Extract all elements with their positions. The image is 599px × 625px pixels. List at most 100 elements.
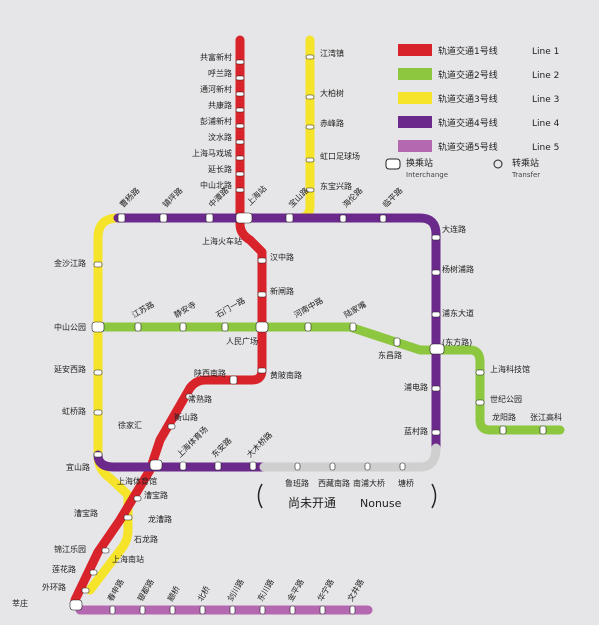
station-marker[interactable] bbox=[229, 375, 238, 385]
station-label[interactable]: 人民广场 bbox=[226, 336, 258, 346]
station-marker[interactable] bbox=[257, 367, 267, 374]
station-marker[interactable] bbox=[93, 451, 103, 458]
interchange-marker[interactable] bbox=[159, 213, 168, 223]
station-label[interactable]: 锦江乐园 bbox=[54, 544, 86, 554]
line1-route[interactable] bbox=[70, 35, 267, 605]
station-marker[interactable] bbox=[249, 461, 257, 471]
station-marker[interactable] bbox=[134, 322, 142, 332]
station-label[interactable]: 共康路 bbox=[208, 100, 232, 110]
interchange-marker[interactable] bbox=[255, 321, 269, 333]
station-label[interactable]: 漕宝路 bbox=[144, 490, 168, 500]
station-marker[interactable] bbox=[179, 322, 187, 332]
station-label[interactable]: 彭浦新村 bbox=[200, 116, 232, 126]
station-marker[interactable] bbox=[199, 605, 206, 615]
interchange-marker[interactable] bbox=[205, 213, 214, 223]
station-marker[interactable] bbox=[235, 139, 245, 145]
station-label[interactable]: 杨树浦路 bbox=[442, 264, 474, 274]
station-marker[interactable] bbox=[349, 322, 357, 332]
station-label[interactable]: 共富新村 bbox=[200, 52, 232, 62]
station-label[interactable]: 徐家汇 bbox=[118, 420, 142, 430]
station-marker[interactable] bbox=[339, 214, 347, 223]
station-marker[interactable] bbox=[235, 75, 245, 81]
station-label[interactable]: 赤峰路 bbox=[320, 118, 344, 128]
station-label[interactable]: 常熟路 bbox=[188, 394, 212, 404]
station-label[interactable]: 上海体育馆 bbox=[117, 476, 157, 486]
station-label[interactable]: 延长路 bbox=[208, 164, 232, 174]
station-marker[interactable] bbox=[431, 429, 441, 436]
station-label[interactable]: 东宝兴路 bbox=[320, 181, 352, 191]
station-label[interactable]: 江湾镇 bbox=[320, 48, 344, 58]
station-label[interactable]: 浦电路 bbox=[404, 382, 428, 392]
station-label[interactable]: 陕西南路 bbox=[194, 368, 226, 378]
station-label[interactable]: 上海科技馆 bbox=[490, 364, 530, 374]
station-marker[interactable] bbox=[305, 124, 315, 130]
station-marker[interactable] bbox=[133, 495, 142, 502]
station-marker[interactable] bbox=[364, 462, 371, 471]
station-label[interactable]: 通河新村 bbox=[200, 84, 232, 94]
station-label[interactable]: 张江高科 bbox=[530, 412, 562, 422]
station-label[interactable]: 虹桥路 bbox=[62, 406, 86, 416]
station-marker[interactable] bbox=[257, 257, 267, 264]
line4-route[interactable] bbox=[113, 213, 441, 453]
station-label[interactable]: 蓝村路 bbox=[404, 426, 428, 436]
station-label[interactable]: (东方路) bbox=[442, 337, 472, 347]
station-marker[interactable] bbox=[399, 462, 406, 471]
station-marker[interactable] bbox=[379, 214, 387, 223]
station-marker[interactable] bbox=[257, 291, 267, 298]
station-marker[interactable] bbox=[305, 157, 315, 163]
station-marker[interactable] bbox=[475, 369, 485, 376]
station-marker[interactable] bbox=[123, 514, 133, 521]
station-marker[interactable] bbox=[235, 91, 245, 97]
station-marker[interactable] bbox=[319, 605, 326, 615]
line2-route[interactable] bbox=[93, 322, 565, 435]
station-marker[interactable] bbox=[305, 187, 315, 193]
station-marker[interactable] bbox=[305, 94, 315, 100]
station-label[interactable]: 衡山路 bbox=[174, 412, 198, 422]
station-marker[interactable] bbox=[109, 605, 116, 615]
interchange-marker[interactable] bbox=[91, 321, 105, 333]
station-marker[interactable] bbox=[235, 123, 245, 129]
station-marker[interactable] bbox=[139, 605, 146, 615]
station-label[interactable]: 浦东大道 bbox=[442, 308, 474, 318]
station-label[interactable]: 莘庄 bbox=[12, 598, 28, 608]
station-label[interactable]: 鲁班路 bbox=[285, 478, 309, 488]
station-marker[interactable] bbox=[289, 605, 296, 615]
station-marker[interactable] bbox=[81, 587, 90, 594]
station-marker[interactable] bbox=[93, 409, 103, 416]
station-marker[interactable] bbox=[235, 155, 245, 161]
station-label[interactable]: 金沙江路 bbox=[54, 258, 86, 268]
station-label[interactable]: 延安西路 bbox=[54, 364, 86, 374]
station-label[interactable]: 上海马戏城 bbox=[192, 148, 232, 158]
station-label[interactable]: 西藏南路 bbox=[318, 478, 350, 488]
station-marker[interactable] bbox=[93, 369, 103, 376]
station-marker[interactable] bbox=[214, 461, 222, 471]
station-marker[interactable] bbox=[185, 393, 194, 400]
line4-route-south[interactable] bbox=[93, 450, 269, 472]
station-label[interactable]: 漕宝路 bbox=[74, 508, 98, 518]
station-label[interactable]: 东昌路 bbox=[378, 350, 402, 360]
station-marker[interactable] bbox=[431, 311, 441, 318]
station-label[interactable]: 大柏树 bbox=[320, 88, 344, 98]
station-marker[interactable] bbox=[179, 461, 187, 471]
station-marker[interactable] bbox=[235, 187, 245, 193]
station-marker[interactable] bbox=[393, 337, 401, 347]
interchange-marker[interactable] bbox=[285, 213, 294, 223]
station-label[interactable]: 宜山路 bbox=[66, 462, 90, 472]
station-label[interactable]: 世纪公园 bbox=[490, 394, 522, 404]
station-marker[interactable] bbox=[93, 261, 103, 268]
station-marker[interactable] bbox=[539, 425, 547, 435]
station-label[interactable]: 南浦大桥 bbox=[353, 478, 385, 488]
station-label[interactable]: 汉中路 bbox=[270, 252, 294, 262]
station-label[interactable]: 外环路 bbox=[42, 582, 66, 592]
station-label[interactable]: 莲花路 bbox=[52, 564, 76, 574]
station-marker[interactable] bbox=[169, 605, 176, 615]
station-label[interactable]: 中山北路 bbox=[200, 180, 232, 190]
station-marker[interactable] bbox=[329, 462, 336, 471]
station-label[interactable]: 石龙路 bbox=[134, 534, 158, 544]
station-marker[interactable] bbox=[101, 547, 110, 554]
station-marker[interactable] bbox=[294, 462, 301, 471]
station-label[interactable]: 塘桥 bbox=[398, 478, 414, 488]
station-marker[interactable] bbox=[235, 59, 245, 65]
station-marker[interactable] bbox=[305, 54, 315, 60]
interchange-marker[interactable] bbox=[149, 459, 163, 471]
